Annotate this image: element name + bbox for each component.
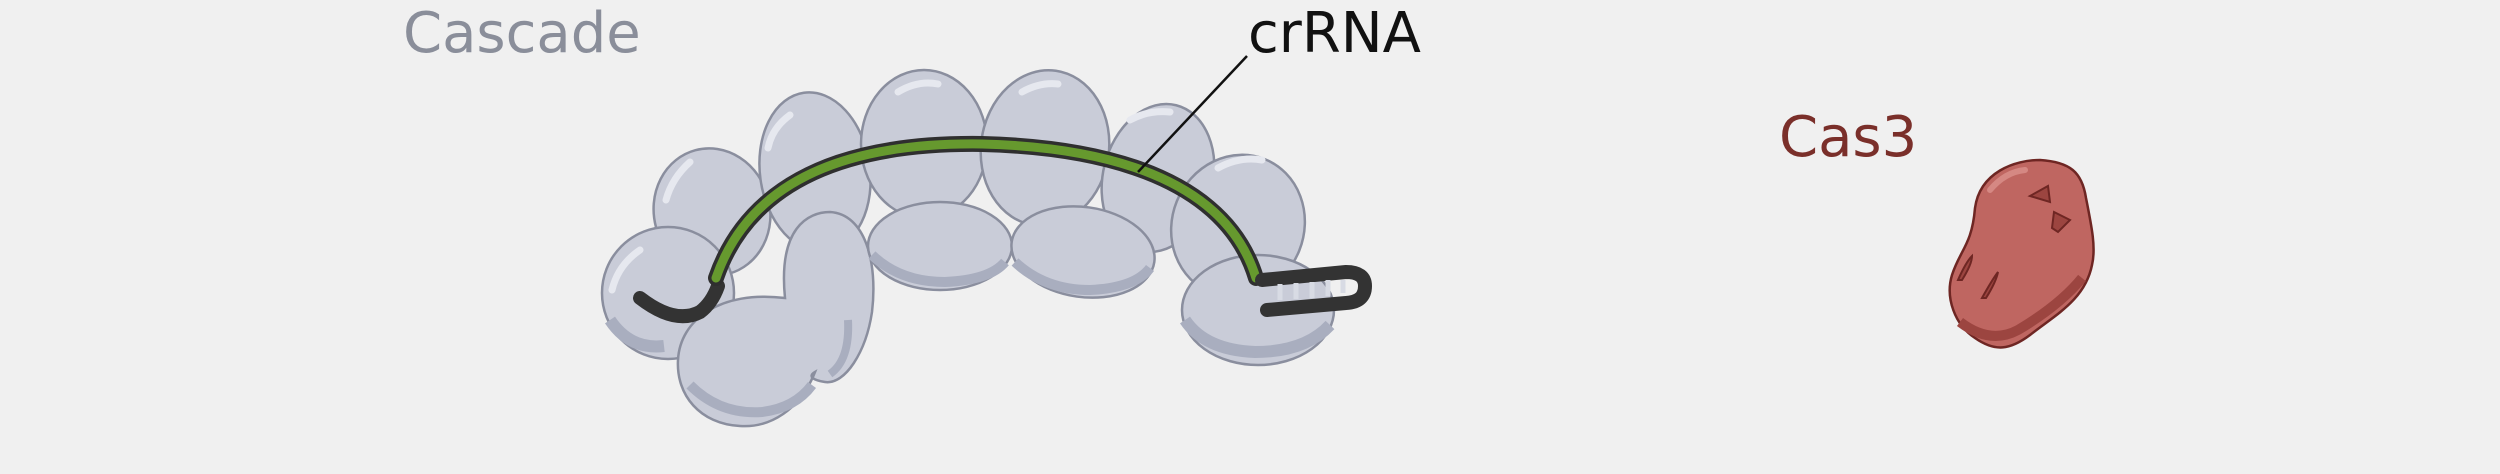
crrna-hairpin: [1255, 265, 1372, 317]
crrna-leader-line: [1137, 55, 1248, 173]
cascade-label: Cascade: [403, 1, 641, 66]
crrna-label: crRNA: [1248, 1, 1421, 66]
crrna-strand: [633, 135, 1264, 324]
cascade-subunit-front-left: [676, 210, 875, 428]
cascade-subunit-plate-2: [1010, 205, 1156, 299]
cascade-complex: [600, 68, 1336, 428]
cascade-subunit-plate-1: [866, 200, 1014, 292]
cas3-protein: [1948, 158, 2095, 349]
cas3-label: Cas3: [1779, 105, 1918, 170]
